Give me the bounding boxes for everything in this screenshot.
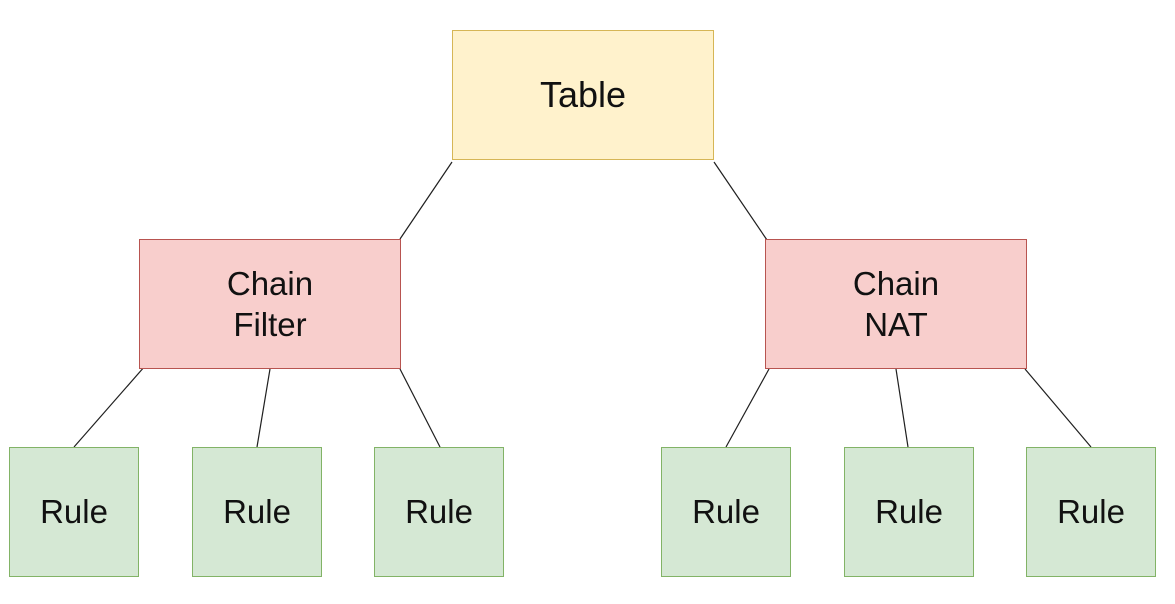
chain-nat-node: Chain NAT (765, 239, 1027, 369)
rule-node-label: Rule (223, 493, 291, 530)
edge-table-to-chain-filter (399, 161, 453, 240)
table-node: Table (452, 30, 714, 160)
edge-chain-nat-to-rule-6 (1024, 368, 1092, 448)
chain-nat-label: Chain NAT (853, 263, 939, 346)
rule-node: Rule (9, 447, 139, 577)
chain-nat-line-2: NAT (864, 306, 928, 343)
rule-node: Rule (844, 447, 974, 577)
chain-nat-line-1: Chain (852, 264, 940, 302)
chain-filter-label: Chain Filter (227, 263, 313, 346)
rule-node-label: Rule (692, 493, 760, 530)
rule-node-label: Rule (405, 493, 473, 530)
chain-filter-node: Chain Filter (139, 239, 401, 369)
table-node-label: Table (539, 74, 627, 115)
rule-node-label: Rule (40, 493, 108, 530)
rule-node: Rule (661, 447, 791, 577)
rule-node-label: Rule (875, 493, 943, 530)
edge-chain-filter-to-rule-1 (73, 365, 146, 448)
chain-filter-line-2: Filter (233, 306, 307, 343)
edge-chain-nat-to-rule-4 (725, 368, 770, 448)
rule-node: Rule (1026, 447, 1156, 577)
edge-chain-filter-to-rule-3 (399, 368, 441, 448)
edge-table-to-chain-nat (713, 161, 768, 241)
edge-chain-nat-to-rule-5 (895, 368, 909, 448)
edge-chain-filter-to-rule-2 (256, 368, 271, 448)
rule-node: Rule (192, 447, 322, 577)
rule-node: Rule (374, 447, 504, 577)
chain-filter-line-1: Chain (226, 264, 314, 302)
rule-node-label: Rule (1057, 493, 1125, 530)
